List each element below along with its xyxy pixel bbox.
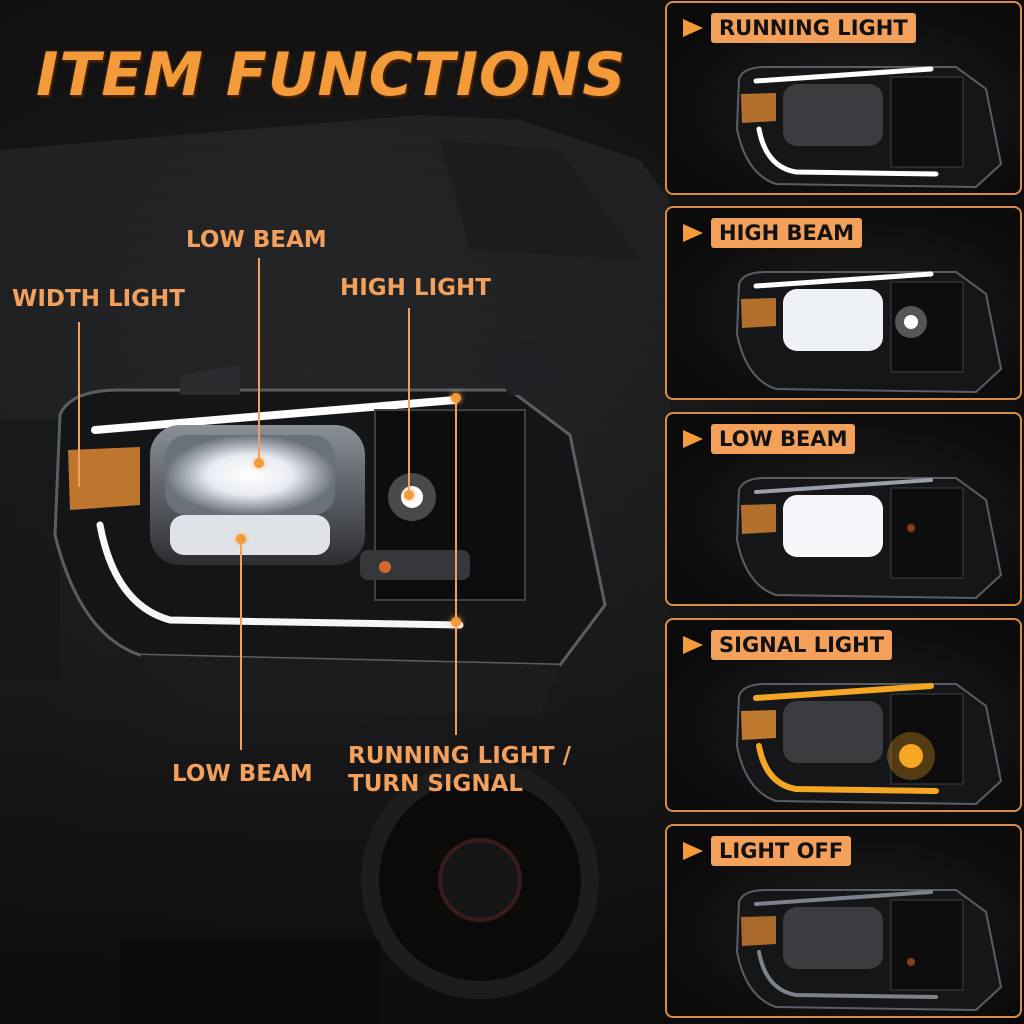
panel-arrow-icon (683, 842, 703, 860)
callout-high-light: HIGH LIGHT (340, 275, 491, 301)
callout-dot (254, 458, 264, 468)
panel-label: HIGH BEAM (711, 218, 863, 248)
leader-line (408, 308, 410, 494)
callout-width-light: WIDTH LIGHT (12, 286, 185, 312)
panel-running-light: RUNNING LIGHT (665, 1, 1022, 195)
callout-dot (404, 490, 414, 500)
panel-low-beam: LOW BEAM (665, 412, 1022, 606)
panel-label: LOW BEAM (711, 424, 856, 454)
callout-dot (236, 534, 246, 544)
panel-label: SIGNAL LIGHT (711, 630, 893, 660)
panel-arrow-icon (683, 430, 703, 448)
panel-label: RUNNING LIGHT (711, 13, 916, 43)
leader-line (455, 400, 457, 735)
panel-light-off: LIGHT OFF (665, 824, 1022, 1018)
thumb-signal (735, 683, 1003, 806)
thumb-low (735, 477, 1003, 600)
leader-line (78, 322, 80, 487)
leader-line (258, 258, 260, 463)
callout-dot (451, 393, 461, 403)
callout-dot (451, 617, 461, 627)
leader-line (240, 540, 242, 750)
panel-signal-light: SIGNAL LIGHT (665, 618, 1022, 812)
callout-low-beam-top: LOW BEAM (186, 227, 327, 253)
panel-high-beam: HIGH BEAM (665, 206, 1022, 400)
callout-low-beam-bottom: LOW BEAM (172, 761, 313, 787)
panel-arrow-icon (683, 224, 703, 242)
page-title: ITEM FUNCTIONS (36, 40, 627, 110)
callout-running-light: RUNNING LIGHT / (348, 743, 572, 769)
callout-turn-signal: TURN SIGNAL (348, 771, 524, 797)
panel-arrow-icon (683, 19, 703, 37)
panel-arrow-icon (683, 636, 703, 654)
thumb-off (735, 889, 1003, 1012)
main-headlight (53, 340, 607, 715)
thumb-running (735, 66, 1003, 189)
panel-label: LIGHT OFF (711, 836, 852, 866)
thumb-high (735, 271, 1003, 394)
